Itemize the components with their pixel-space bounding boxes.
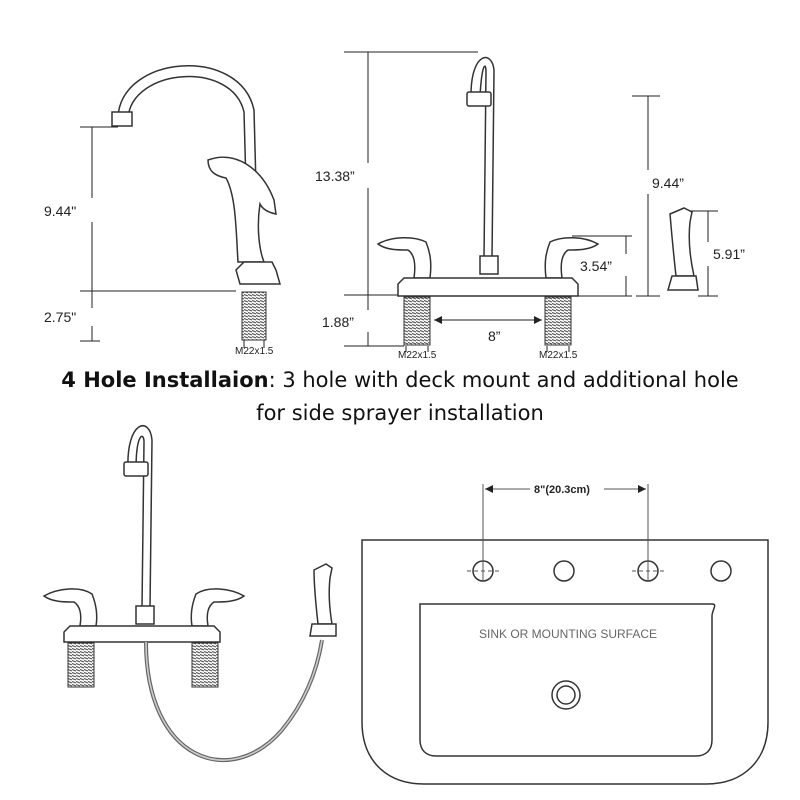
sink-spacing-label: 8"(20.3cm) [534,484,590,496]
sink-surface-label: SINK OR MOUNTING SURFACE [479,627,657,641]
sprayer-view-sprayer-label: 5.91” [713,246,745,262]
front-view-dimension-lines [344,51,632,352]
front-view-thread-label-left: M22x1.5 [398,350,437,361]
installation-description-line1: : 3 hole with deck mount and additional … [268,368,739,392]
installation-heading: 4 Hole Installaion: 3 hole with deck mou… [0,368,800,392]
front-view-arrowheads [434,316,542,324]
sink-holes [472,560,732,710]
installation-description-line2: for side sprayer installation [256,401,544,425]
sprayer-view-dimension-lines [632,95,718,297]
sink-drain-inner [556,685,576,705]
sink-hole-spout [553,560,575,582]
installed-faucet [42,425,337,643]
side-view-dimension-lines [80,126,265,348]
side-view-height-label: 9.44" [44,203,76,219]
installed-left-shank [67,642,95,688]
front-view-shank-label: 1.88” [322,314,354,330]
front-view-right-shank [544,296,572,346]
sink-hole-sprayer [710,560,732,582]
installation-title: 4 Hole Installaion [61,368,269,392]
sprayer-view-sprayer [667,207,699,291]
front-view-faucet [376,57,600,297]
installed-sprayer-hose [144,639,324,762]
sink-arrowheads [485,485,646,493]
installed-right-shank [191,642,219,688]
front-view-spacing-label: 8” [488,328,501,344]
side-view-thread-label: M22x1.5 [235,346,274,357]
front-view-thread-label-right: M22x1.5 [539,350,578,361]
side-view-shank-label: 2.75" [44,309,76,325]
front-view-handle-height-label: 3.54” [580,258,612,274]
side-view-faucet [111,65,281,285]
front-view-total-height-label: 13.38” [315,168,355,184]
front-view-left-shank [403,296,431,346]
sprayer-view-height-label: 9.44” [652,175,684,191]
sink-outline [361,539,769,785]
side-view-threaded-shank [241,291,267,341]
